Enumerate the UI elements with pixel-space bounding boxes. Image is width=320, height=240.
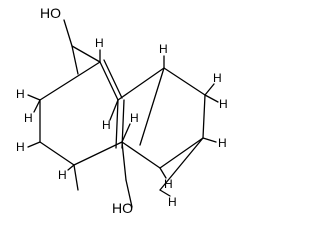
hydrogen-label-group: H H H H H H H H H H H H H	[16, 36, 228, 209]
bond	[125, 179, 133, 208]
hydrogen-label: H	[130, 111, 139, 125]
hydrogen-label: H	[218, 136, 227, 150]
bond	[202, 94, 206, 139]
bond	[204, 94, 219, 103]
hydroxyl-bottom-label: HO	[112, 200, 133, 216]
bond	[121, 141, 161, 169]
hydrogen-bond-group	[27, 49, 219, 197]
bond	[109, 99, 119, 121]
hydrogen-label: H	[159, 42, 168, 56]
bond	[159, 137, 204, 169]
bond	[63, 19, 73, 47]
bond	[204, 83, 215, 96]
bond	[27, 94, 41, 101]
hydrogen-label: H	[16, 87, 25, 101]
bond	[139, 67, 165, 146]
hydrogen-label: H	[219, 97, 228, 111]
bond-group	[39, 19, 206, 208]
bond	[67, 164, 75, 171]
bond	[159, 167, 167, 179]
bond	[202, 137, 217, 143]
hydrogen-label: H	[58, 168, 67, 182]
hydrogen-label: H	[95, 36, 104, 50]
bond	[71, 45, 79, 75]
hydrogen-label: H	[164, 177, 173, 191]
bond	[33, 99, 41, 113]
hydrogen-label: H	[168, 195, 177, 209]
bond	[71, 45, 101, 63]
bond	[159, 189, 171, 197]
structure-diagram: HO HO H H H H H H H H H H H H H	[16, 5, 228, 216]
bond	[115, 99, 119, 149]
molecule-structure: HO HO H H H H H H H H H H H H H	[16, 5, 228, 216]
hydrogen-label: H	[102, 118, 111, 132]
bond	[103, 59, 123, 99]
bond	[73, 141, 123, 166]
bond	[121, 141, 127, 181]
bond	[117, 67, 165, 101]
bond	[163, 67, 206, 96]
bond	[39, 61, 101, 101]
hydroxyl-top-label: HO	[40, 5, 61, 21]
hydrogen-label: H	[213, 71, 222, 85]
bond	[121, 123, 131, 143]
hydrogen-label: H	[16, 140, 25, 154]
bond	[73, 164, 79, 191]
bond	[27, 141, 41, 148]
bond	[39, 141, 75, 166]
hydrogen-label: H	[24, 111, 33, 125]
bond	[99, 61, 119, 101]
bond	[159, 137, 204, 191]
